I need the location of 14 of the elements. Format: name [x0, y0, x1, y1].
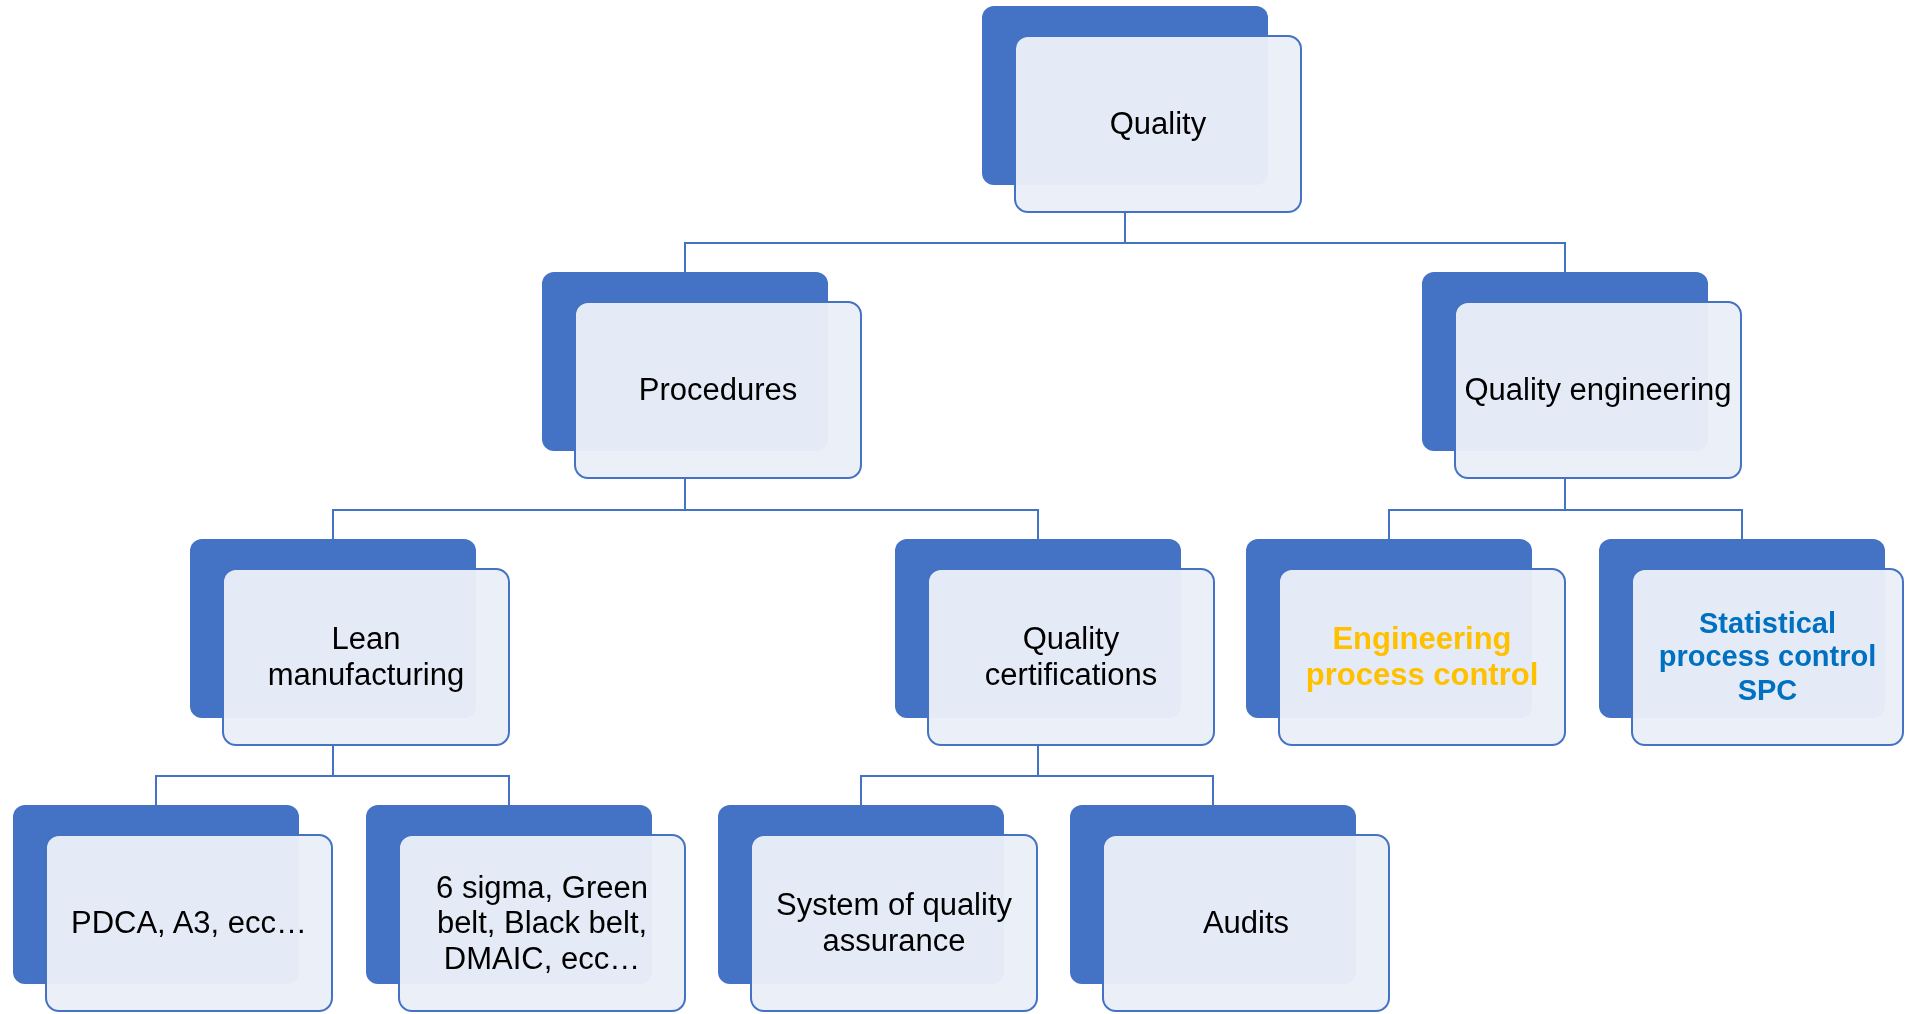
node-label: Audits [1202, 905, 1290, 941]
connector-line [332, 745, 510, 806]
node-label: System of quality assurance [774, 887, 1013, 959]
connector-line [1564, 478, 1743, 540]
connector-line [1037, 745, 1214, 806]
node-label: Procedures [638, 372, 798, 408]
node-label: Engineering process control [1304, 621, 1540, 693]
node-label: Lean manufacturing [266, 621, 466, 693]
node-label: Quality certifications [983, 621, 1159, 693]
node-label: Statistical process control SPC [1657, 607, 1878, 707]
node-label: Quality [1109, 106, 1207, 142]
node-label: PDCA, A3, ecc… [71, 905, 307, 941]
node-label: 6 sigma, Green belt, Black belt, DMAIC, ecc… [435, 869, 649, 977]
node-label: Quality engineering [1464, 372, 1732, 408]
